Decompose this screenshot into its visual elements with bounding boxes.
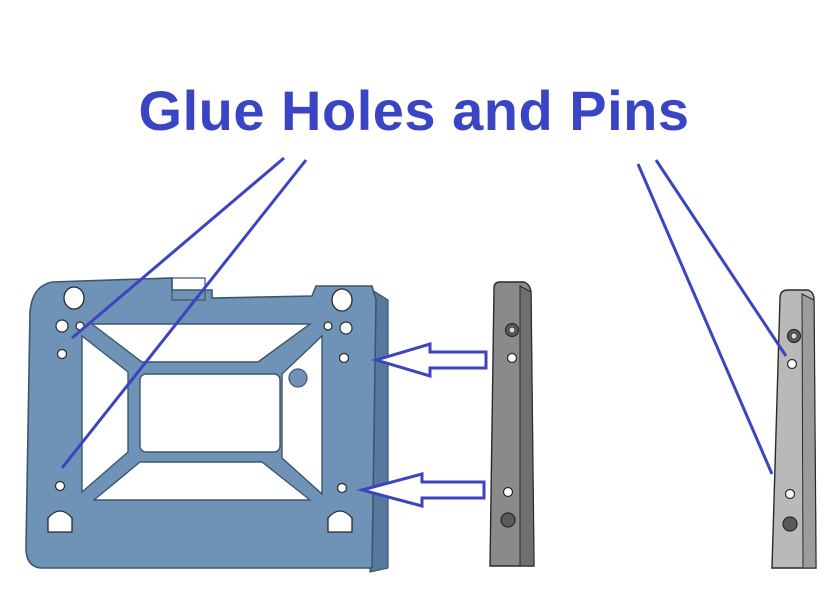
pin-bar-left (489, 281, 535, 567)
plate-hole-top-right-a (323, 321, 333, 331)
leader-line-left-a (71, 156, 285, 340)
plate-slot-top-right (331, 288, 353, 312)
block-arrow-left-icon (356, 472, 486, 508)
plate-top-tab (171, 277, 206, 301)
mounting-plate (25, 277, 389, 573)
pin-bar-left-side (519, 285, 535, 567)
pin-bar-right-side (801, 293, 817, 569)
leader-line-left-b (60, 159, 308, 469)
pin-left-top-core (508, 326, 516, 334)
plate-cutout-bottom (92, 461, 313, 501)
arrow-upper (370, 341, 488, 379)
annotation-lines (60, 156, 788, 475)
plate-slot-bottom-right (327, 510, 353, 533)
pin-left-bottom (500, 512, 516, 528)
plate-glue-hole-left-lower (54, 480, 66, 492)
pin-right-top-core (790, 332, 798, 340)
glue-hole-right-bar-upper (786, 358, 798, 370)
glue-hole-right-bar-lower (784, 488, 796, 500)
plate-cutout-top (89, 323, 313, 363)
diagram-title: Glue Holes and Pins (138, 79, 690, 142)
plate-glue-hole-left-upper (56, 348, 68, 360)
leader-line-right-a (654, 159, 788, 357)
plate-slot-bottom-left (47, 510, 73, 533)
pin-bar-right (771, 289, 817, 569)
glue-hole-left-bar-lower (502, 486, 514, 498)
plate-hole-top-right-b (339, 321, 353, 335)
arrow-lower (356, 472, 486, 508)
plate-slot-top-left (63, 286, 85, 310)
leader-line-right-b (636, 163, 774, 475)
plate-glue-hole-right-lower (336, 482, 348, 494)
plate-hole-top-left-a (55, 319, 69, 333)
pin-right-bottom (782, 516, 798, 532)
plate-glue-hole-right-upper (338, 352, 350, 364)
glue-hole-left-bar-upper (506, 352, 518, 364)
plate-cutout-center (139, 373, 281, 453)
block-arrow-left-icon (370, 341, 488, 379)
plate-side-bump (288, 368, 308, 388)
